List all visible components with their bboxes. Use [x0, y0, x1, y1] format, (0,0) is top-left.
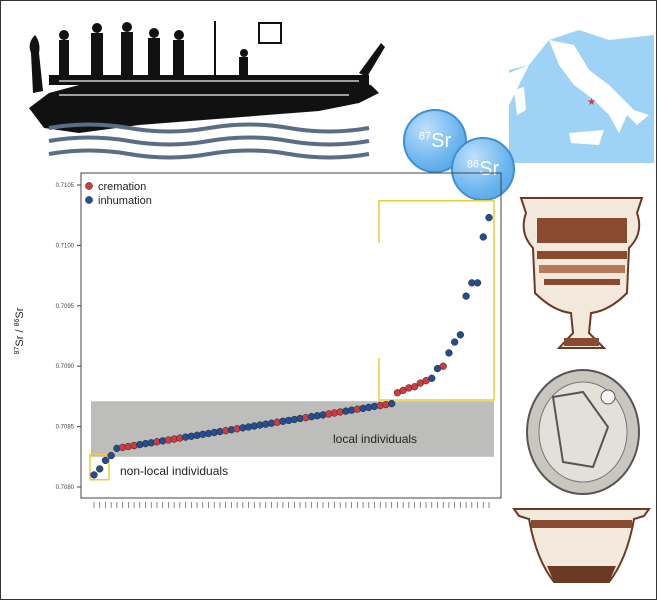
high-values-highlight-box — [378, 199, 495, 401]
legend-cremation-marker — [85, 182, 93, 190]
y-tick-label: 0.7080 — [56, 485, 75, 491]
y-axis: 0.7080 0.7085 0.7090 0.7095 0.7100 0.7105 — [56, 183, 81, 491]
seal-illustration — [526, 369, 640, 495]
sr86-element: Sr — [479, 157, 500, 180]
sr86-mass: 86 — [466, 157, 480, 170]
y-tick-label: 0.7100 — [56, 243, 75, 249]
inhumation-point — [90, 471, 98, 479]
local-range-band — [91, 401, 494, 457]
inhumation-point — [462, 292, 470, 300]
krater-illustration — [519, 197, 644, 349]
y-tick-label: 0.7090 — [56, 364, 75, 370]
inhumation-point — [451, 338, 459, 346]
plot-frame — [80, 172, 502, 499]
inhumation-point — [479, 233, 487, 241]
local-individuals-label: local individuals — [333, 432, 417, 446]
legend-inhumation-marker — [85, 196, 93, 204]
inhumation-point — [485, 213, 493, 222]
inhumation-point — [96, 465, 104, 473]
site-star-icon: ★ — [587, 97, 596, 108]
inhumation-point — [445, 349, 453, 357]
legend-cremation-label: cremation — [98, 181, 146, 193]
italy-map: ★ — [509, 15, 654, 163]
cremation-point — [439, 362, 447, 370]
y-tick-label: 0.7105 — [56, 183, 75, 189]
bowl-illustration — [512, 508, 651, 583]
ship-illustration — [29, 21, 385, 160]
legend: cremation inhumation — [85, 181, 152, 207]
nonlocal-individuals-label: non-local individuals — [120, 464, 228, 478]
sr86-bubble: 86Sr — [451, 137, 515, 201]
inhumation-point — [473, 279, 482, 287]
inhumation-point — [388, 399, 396, 408]
nonlocal-highlight-box — [89, 453, 110, 481]
inhumation-point — [456, 331, 465, 339]
inhumation-point — [107, 451, 115, 460]
cremation-point — [410, 383, 419, 391]
y-axis-label: 87Sr / 86Sr — [14, 307, 26, 354]
legend-inhumation-label: inhumation — [98, 195, 152, 207]
sr87-mass: 87 — [418, 129, 432, 142]
y-tick-label: 0.7095 — [56, 304, 75, 310]
x-ticks — [93, 502, 490, 508]
sr87-element: Sr — [431, 129, 452, 152]
y-tick-label: 0.7085 — [56, 425, 75, 431]
data-points — [90, 213, 493, 479]
inhumation-point — [101, 456, 110, 465]
inhumation-point — [428, 374, 436, 382]
